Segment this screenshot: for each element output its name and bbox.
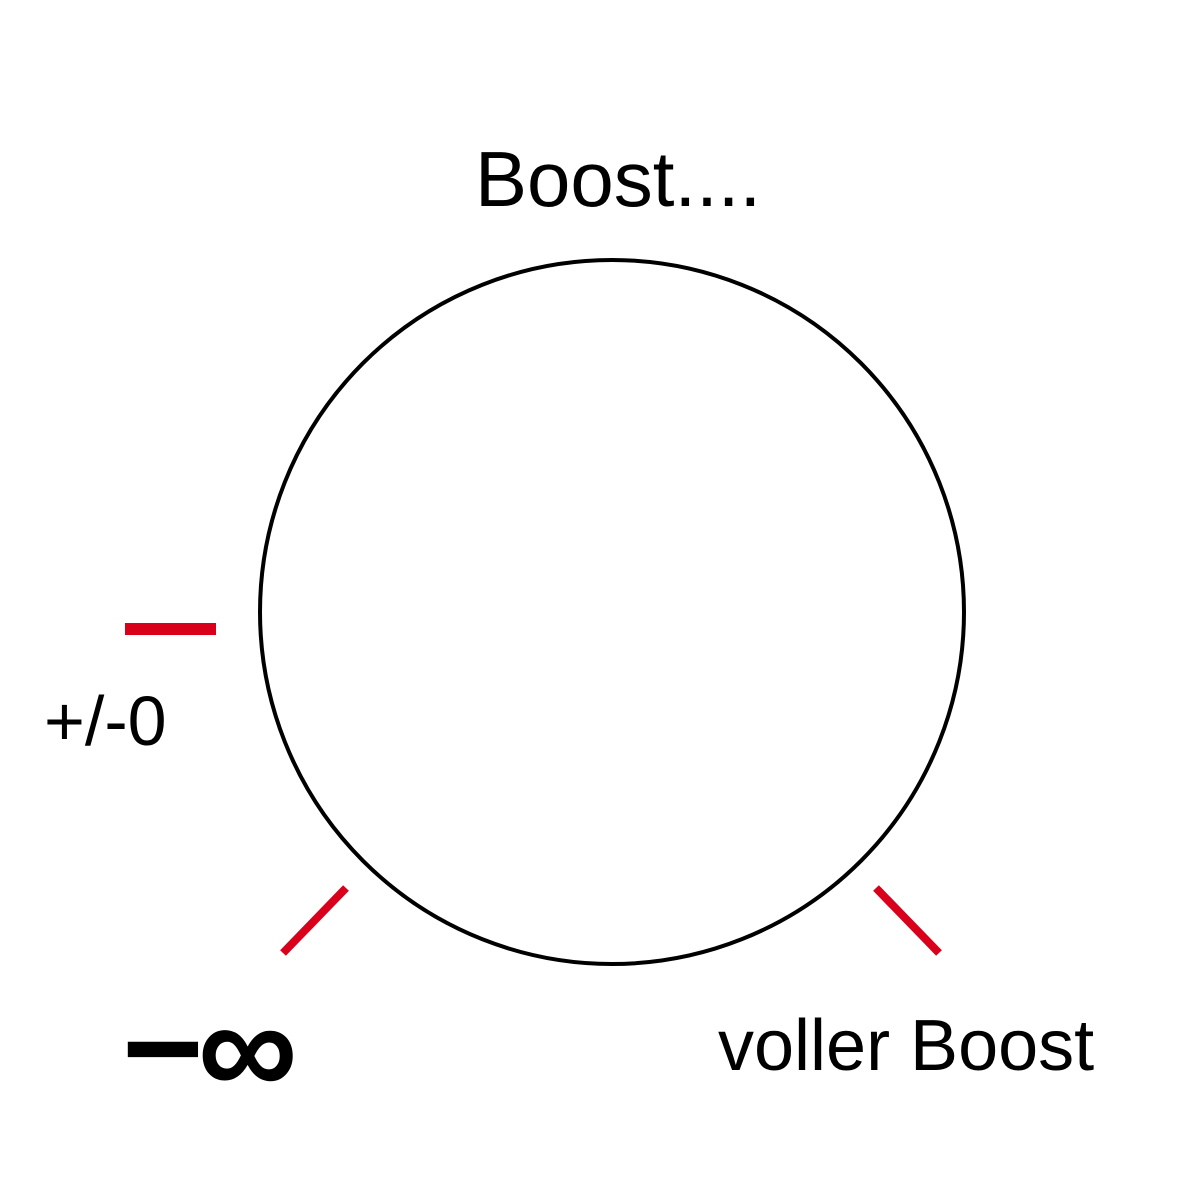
tick-maximum (873, 885, 942, 956)
diagram-title: Boost.... (475, 135, 762, 223)
minimum-position-label: −∞ (122, 969, 298, 1126)
knob-circle (258, 258, 966, 966)
tick-minimum (280, 885, 349, 956)
zero-position-label: +/-0 (44, 682, 167, 760)
maximum-position-label: voller Boost (718, 1006, 1095, 1086)
